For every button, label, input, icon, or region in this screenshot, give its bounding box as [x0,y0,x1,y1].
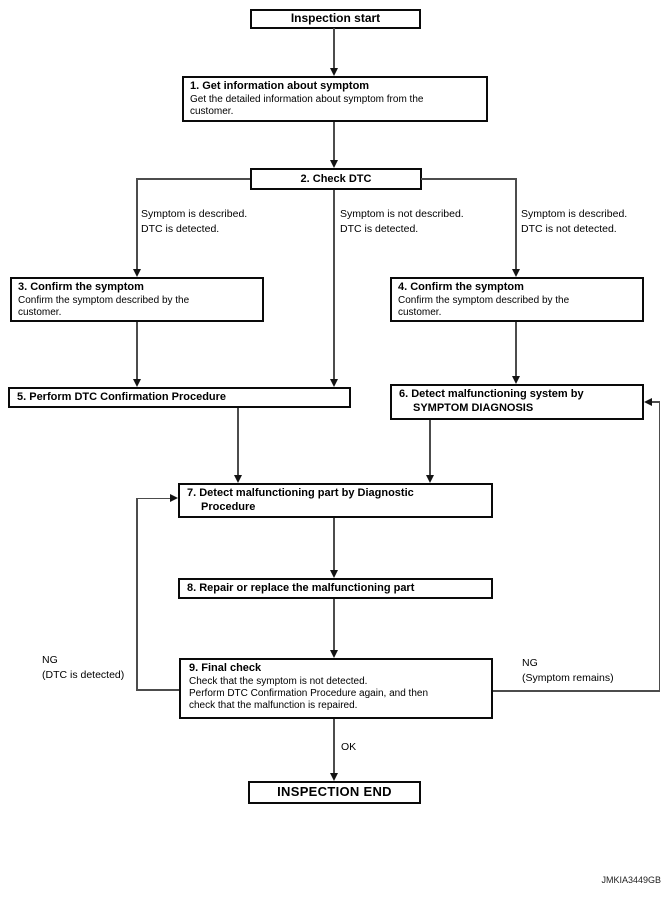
step-title: 9. Final check [189,662,262,674]
branch-label-line: DTC is detected. [141,222,220,235]
arrowhead-step5-left [132,379,141,387]
step-title: 1. Get information about symptom [190,80,370,92]
step-title: 3. Confirm the symptom [18,281,144,293]
step-body-line: Get the detailed information about sympt… [190,93,424,105]
connector-ng-right-v [658,401,660,692]
ng-label-right: NG (Symptom remains) [522,656,614,685]
arrowhead-step5-middle [329,379,338,387]
step-title: 8. Repair or replace the malfunctioning … [187,582,415,594]
step-body-line: customer. [18,306,62,318]
node-step5-dtc-confirmation: 5. Perform DTC Confirmation Procedure [8,387,351,408]
connector-branch-middle-v [333,190,335,380]
step-body-line: Check that the symptom is not detected. [189,675,368,687]
node-label: Inspection start [290,11,381,25]
step-title: 5. Perform DTC Confirmation Procedure [17,391,227,403]
step-body-line: customer. [398,306,442,318]
node-step1-get-information: 1. Get information about symptom Get the… [182,76,488,122]
connector-ng-left-h1 [137,689,179,691]
connector-ng-left-h2 [137,497,171,499]
ng-label-line: NG [42,654,58,666]
node-inspection-start: Inspection start [250,9,421,29]
connector-ng-left-v [136,497,138,691]
arrowhead-step6 [511,376,520,384]
node-step2-check-dtc: 2. Check DTC [250,168,422,190]
node-step9-final-check: 9. Final check Check that the symptom is… [179,658,493,719]
arrowhead-step9 [329,650,338,658]
arrowhead-step2 [329,160,338,168]
figure-code: JMKIA3449GB [601,875,661,885]
arrowhead-step7-left [233,475,242,483]
node-step4-confirm-symptom: 4. Confirm the symptom Confirm the sympt… [390,277,644,322]
step-body-line: Confirm the symptom described by the [18,294,190,306]
connector-step1-to-step2 [333,122,335,162]
connector-branch-right-h [421,178,516,180]
connector-step5-to-step7 [237,408,239,476]
arrowhead-step3 [132,269,141,277]
node-inspection-end: INSPECTION END [248,781,421,804]
step-body-line: Perform DTC Confirmation Procedure again… [189,687,429,699]
arrowhead-ng-left-step7 [170,493,178,502]
connector-step3-to-step5 [136,322,138,380]
ng-label-line: (DTC is detected) [42,668,125,681]
node-label: INSPECTION END [277,784,392,799]
branch-label-line: Symptom is not described. [340,208,464,220]
connector-step7-to-step8 [333,518,335,571]
step-body-line: Confirm the symptom described by the [398,294,570,306]
step-body-line: customer. [190,105,234,117]
ng-label-line: (Symptom remains) [522,671,614,684]
arrowhead-step7-right [425,475,434,483]
branch-label-line: DTC is detected. [340,222,419,235]
branch-label-left: Symptom is described. DTC is detected. [141,207,247,236]
ok-label: OK [341,741,357,753]
connector-step4-to-step6 [515,322,517,377]
connector-step9-to-end [333,719,335,774]
step-title-line: 6. Detect malfunctioning system by [399,388,584,400]
branch-label-middle: Symptom is not described. DTC is detecte… [340,207,464,236]
connector-ng-right-h1 [493,690,660,692]
step-title: 2. Check DTC [300,173,372,185]
node-step6-symptom-diagnosis: 6. Detect malfunctioning system by SYMPT… [390,384,644,420]
step-title-line: Procedure [201,500,256,513]
connector-branch-left-h [137,178,250,180]
arrowhead-ng-right-step6 [644,397,652,406]
arrowhead-step1 [329,68,338,76]
connector-step6-to-step7 [429,420,431,476]
branch-label-line: Symptom is described. [521,208,628,220]
step-title-line: SYMPTOM DIAGNOSIS [413,401,534,414]
arrowhead-end [329,773,338,781]
step-body-line: check that the malfunction is repaired. [189,700,358,712]
node-step8-repair-replace: 8. Repair or replace the malfunctioning … [178,578,493,599]
step-title: 4. Confirm the symptom [398,281,524,293]
branch-label-line: Symptom is described. [141,208,248,220]
connector-ng-right-h2 [652,401,660,403]
ng-label-left: NG (DTC is detected) [42,653,124,682]
ng-label-line: NG [522,657,538,669]
arrowhead-step4 [511,269,520,277]
branch-label-line: DTC is not detected. [521,222,617,235]
node-step3-confirm-symptom: 3. Confirm the symptom Confirm the sympt… [10,277,264,322]
connector-branch-right-v [515,178,517,272]
arrowhead-step8 [329,570,338,578]
connector-start-to-step1 [333,28,335,70]
step-title-line: 7. Detect malfunctioning part by Diagnos… [187,487,414,499]
connector-step8-to-step9 [333,599,335,651]
node-step7-diagnostic-procedure: 7. Detect malfunctioning part by Diagnos… [178,483,493,518]
branch-label-right: Symptom is described. DTC is not detecte… [521,207,627,236]
connector-branch-left-v [136,178,138,272]
